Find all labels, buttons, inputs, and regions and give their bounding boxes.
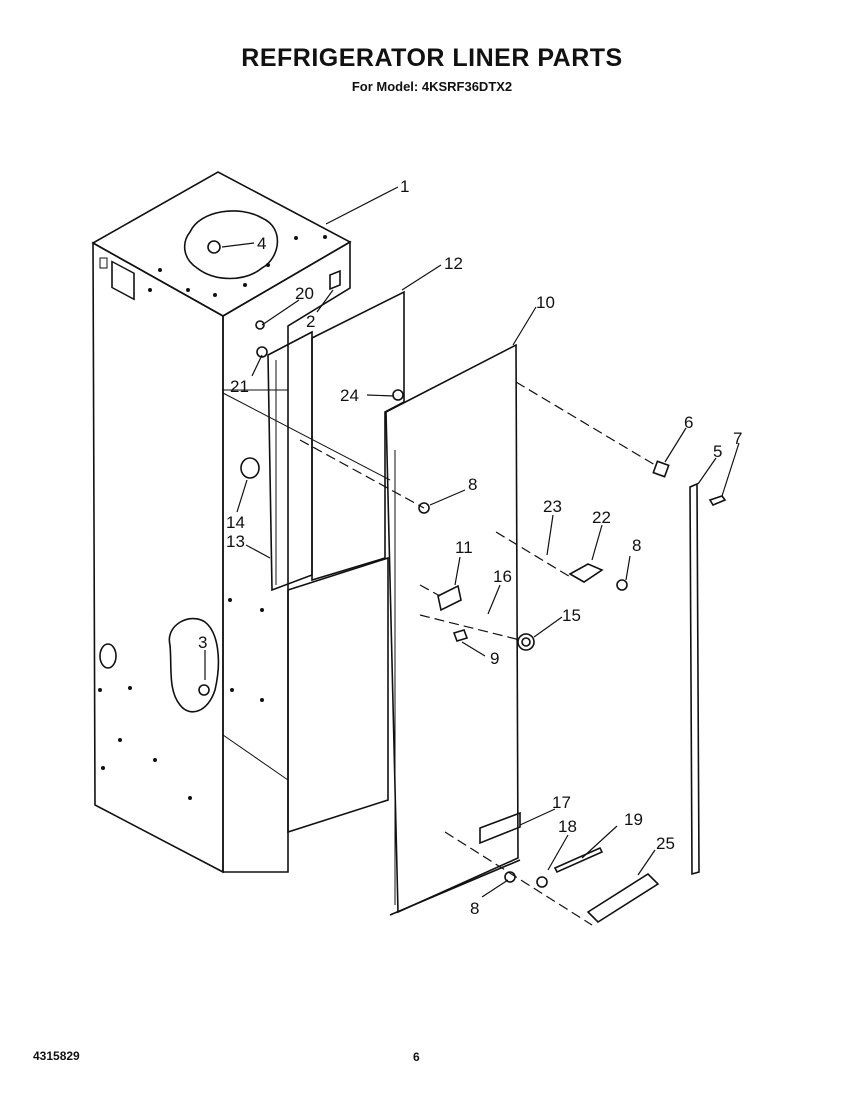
callout-8-lower: 8 xyxy=(470,899,479,918)
callout-2: 2 xyxy=(306,312,315,331)
bracket-13 xyxy=(267,330,313,592)
callout-13: 13 xyxy=(226,532,245,551)
callout-14: 14 xyxy=(226,513,245,532)
callout-9: 9 xyxy=(490,649,499,668)
callout-17: 17 xyxy=(552,793,571,812)
cabinet-screw-holes xyxy=(98,235,327,800)
model-subtitle: For Model: 4KSRF36DTX2 xyxy=(351,79,513,94)
callout-12: 12 xyxy=(444,254,463,273)
assembly-lines xyxy=(299,381,656,926)
liner-panel-10 xyxy=(385,343,519,914)
trim-strip-5 xyxy=(689,482,700,876)
insulation-panel-12 xyxy=(287,290,405,834)
callout-8-right: 8 xyxy=(632,536,641,555)
callout-8-upper: 8 xyxy=(468,475,477,494)
callout-19: 19 xyxy=(624,810,643,829)
callout-5: 5 xyxy=(713,442,722,461)
document-part-number: 4315829 xyxy=(33,1049,80,1063)
callout-23: 23 xyxy=(543,497,562,516)
callout-24: 24 xyxy=(340,386,359,405)
small-parts xyxy=(198,240,727,924)
callout-18: 18 xyxy=(558,817,577,836)
callout-21: 21 xyxy=(230,377,249,396)
callout-25: 25 xyxy=(656,834,675,853)
callout-4: 4 xyxy=(257,234,266,253)
callout-10: 10 xyxy=(536,293,555,312)
callout-11: 11 xyxy=(455,538,473,557)
page-number: 6 xyxy=(413,1050,420,1064)
callout-20: 20 xyxy=(295,284,314,303)
callout-22: 22 xyxy=(592,508,611,527)
leader-lines xyxy=(204,186,740,898)
callout-3: 3 xyxy=(198,633,207,652)
callout-16: 16 xyxy=(493,567,512,586)
callout-15: 15 xyxy=(562,606,581,625)
cabinet-outline xyxy=(91,171,391,874)
page-title: REFRIGERATOR LINER PARTS xyxy=(241,44,623,72)
callout-6: 6 xyxy=(684,413,693,432)
callout-7: 7 xyxy=(733,429,742,448)
callout-1: 1 xyxy=(400,177,409,196)
